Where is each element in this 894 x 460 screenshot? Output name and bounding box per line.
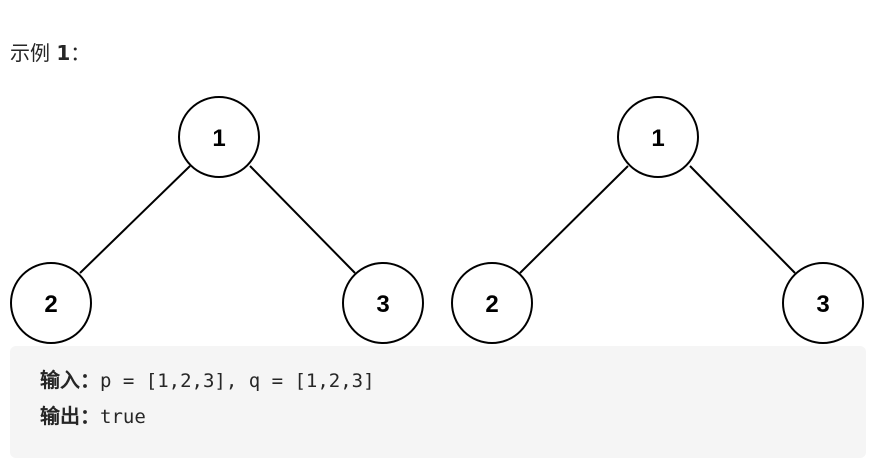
output-line: 输出：true <box>40 398 866 434</box>
tree-p-right-label: 3 <box>376 291 389 318</box>
output-label: 输出： <box>40 404 100 428</box>
tree-p-edge-left <box>79 165 191 274</box>
input-value: p = [1,2,3], q = [1,2,3] <box>100 370 375 392</box>
tree-q-edge-right <box>689 165 796 274</box>
tree-p-root-node <box>178 96 260 178</box>
tree-p-edge-right <box>249 165 356 274</box>
tree-q: 1 2 3 <box>451 96 864 344</box>
tree-p-left-label: 2 <box>44 291 57 318</box>
input-line: 输入：p = [1,2,3], q = [1,2,3] <box>40 362 866 398</box>
tree-p: 1 2 3 <box>10 96 424 344</box>
tree-diagram-svg: 1 2 3 1 2 3 <box>10 96 864 344</box>
example-heading-prefix: 示例 <box>10 41 57 65</box>
tree-q-edge-left <box>519 165 629 274</box>
tree-diagrams: 1 2 3 1 2 3 <box>0 88 894 350</box>
tree-q-root-node <box>617 96 699 178</box>
tree-q-root-label: 1 <box>651 125 664 152</box>
tree-q-right-node <box>782 262 864 344</box>
output-value: true <box>100 406 146 428</box>
example-number: 1 <box>56 41 71 65</box>
example-heading: 示例 1： <box>10 38 90 68</box>
tree-q-left-node <box>451 262 533 344</box>
tree-q-right-label: 3 <box>816 291 829 318</box>
tree-p-left-node <box>10 262 92 344</box>
tree-q-left-label: 2 <box>485 291 498 318</box>
tree-p-root-label: 1 <box>212 125 225 152</box>
example-io-block: 输入：p = [1,2,3], q = [1,2,3] 输出：true <box>10 346 866 458</box>
input-label: 输入： <box>40 368 100 392</box>
example-heading-colon: ： <box>70 41 91 65</box>
tree-p-right-node <box>342 262 424 344</box>
